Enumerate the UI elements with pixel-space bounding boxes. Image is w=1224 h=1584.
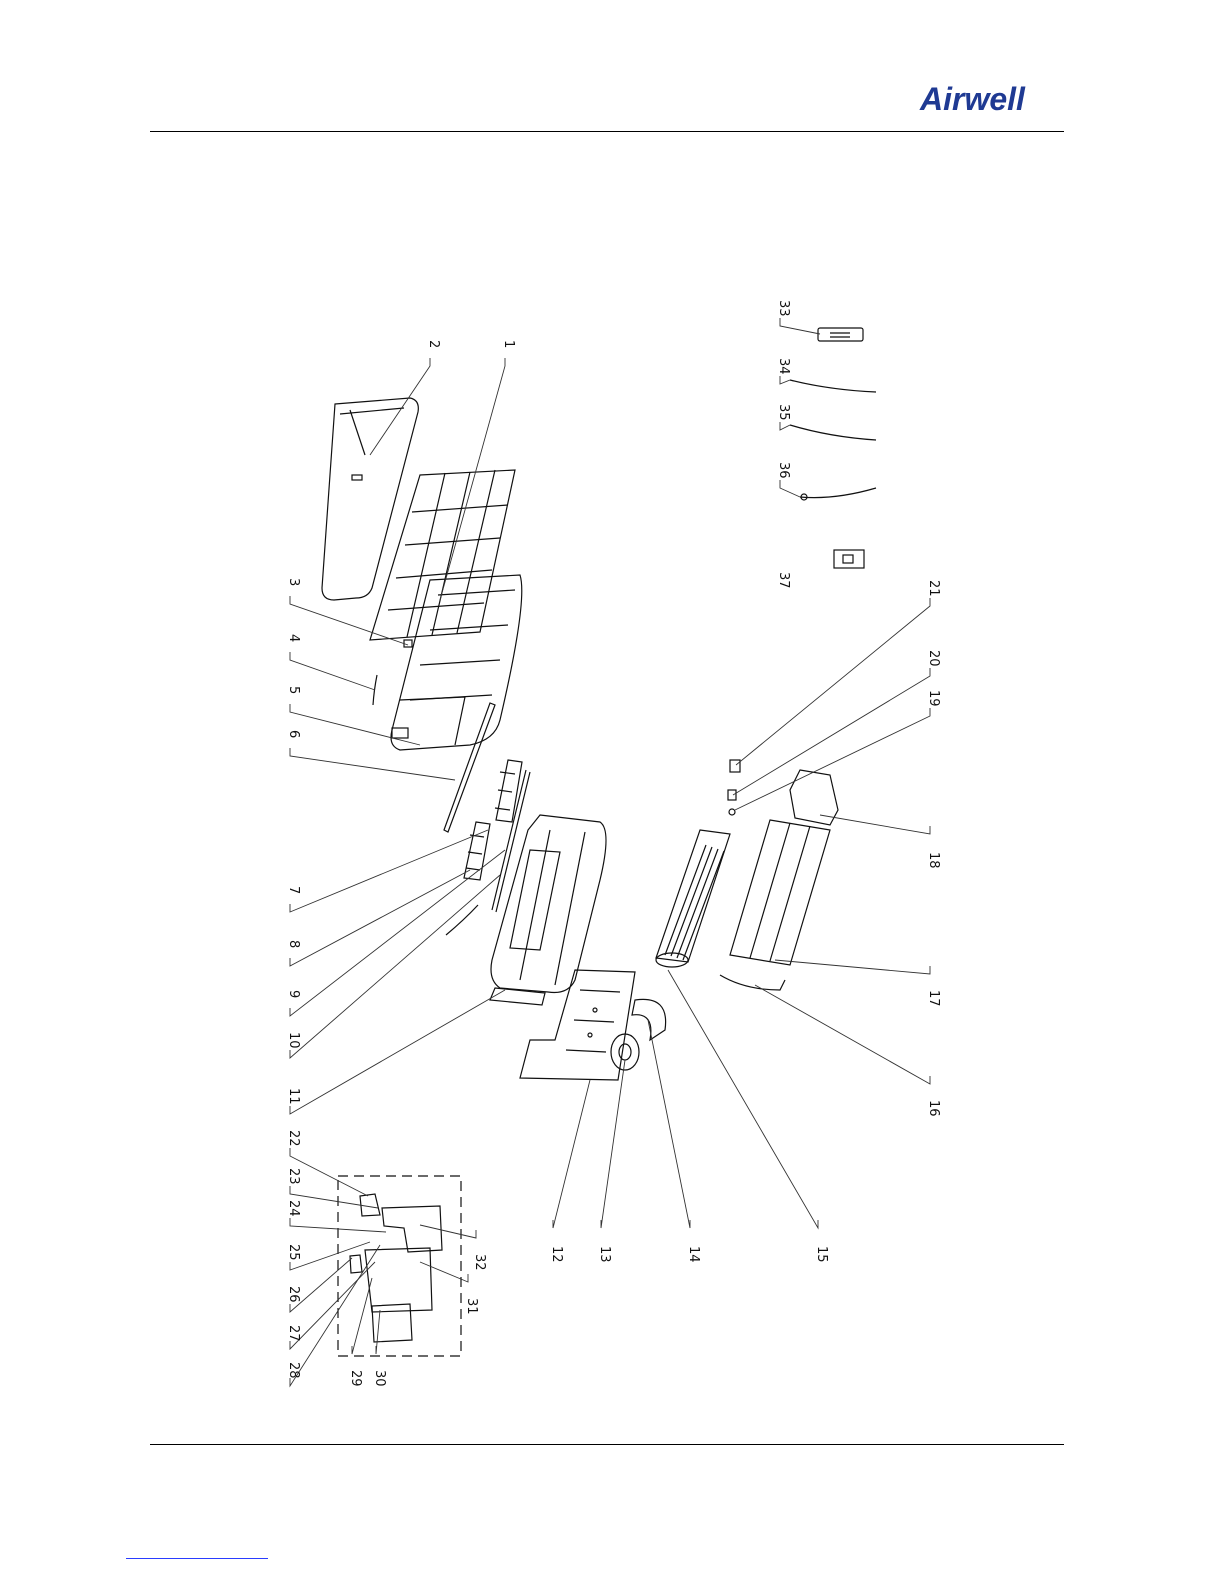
part-label-30: 30 [372,1370,387,1387]
part-label-8: 8 [286,940,301,948]
clip-part [404,640,412,647]
leader-line-18 [820,815,930,834]
cross-flow-fan-part [656,830,730,967]
leader-line-14 [648,1020,690,1228]
electrical-box-group [338,1176,461,1356]
part-label-37: 37 [776,572,791,589]
leader-line-12 [553,1080,590,1228]
part-label-24: 24 [286,1200,301,1217]
leader-line-35 [780,422,790,430]
part-label-17: 17 [926,990,941,1007]
part-label-23: 23 [286,1168,301,1185]
leader-line-33 [780,318,820,334]
part-label-14: 14 [686,1246,701,1263]
drain-hose-part [446,905,478,935]
chassis-part [490,815,606,1005]
part-label-5: 5 [286,686,301,694]
leader-line-17 [775,960,930,974]
leader-line-9 [290,850,505,1016]
part-label-34: 34 [776,358,791,375]
part-label-33: 33 [776,300,791,317]
part-label-13: 13 [597,1246,612,1263]
fan-motor-part [611,1034,639,1070]
part-label-3: 3 [286,578,301,586]
leader-line-6 [290,748,455,780]
leader-line-4 [290,652,375,690]
part-label-31: 31 [464,1298,479,1315]
front-panel-part [322,398,418,600]
leader-line-11 [290,990,505,1114]
electrical-box-parts [350,1194,442,1342]
part-label-9: 9 [286,990,301,998]
leader-line-29 [352,1278,372,1354]
part-label-20: 20 [926,650,941,667]
part-label-36: 36 [776,462,791,479]
cable-34-part [790,380,876,392]
part-label-21: 21 [926,580,941,597]
leader-line-19 [735,708,930,810]
leader-line-13 [601,1060,625,1228]
leader-line-2 [370,358,430,455]
part-label-15: 15 [814,1246,829,1263]
part-label-10: 10 [286,1032,301,1049]
part-label-16: 16 [926,1100,941,1117]
leader-line-5 [290,704,420,745]
leader-line-34 [780,376,790,384]
cable-35-part [790,425,876,440]
leader-line-16 [755,985,930,1084]
leader-line-7 [290,830,488,912]
leader-line-28 [290,1245,380,1386]
leader-line-36 [780,480,800,497]
leader-line-10 [290,875,500,1058]
leader-line-8 [290,870,470,966]
part-label-35: 35 [776,404,791,421]
leader-line-21 [736,598,930,765]
leader-line-32 [420,1225,476,1238]
part-label-28: 28 [286,1362,301,1379]
part-label-6: 6 [286,730,301,738]
front-housing-part [391,575,522,750]
footer-link-underline[interactable] [126,1558,268,1559]
part-label-7: 7 [286,886,301,894]
holder-37-part [834,550,864,568]
part-label-29: 29 [348,1370,363,1387]
leader-line-15 [668,970,818,1228]
leader-line-25 [290,1242,370,1270]
leader-line-3 [290,596,408,645]
part-label-12: 12 [549,1246,564,1263]
leader-line-23 [290,1186,378,1208]
evaporator-part [720,820,830,990]
part-label-27: 27 [286,1325,301,1342]
part-label-19: 19 [926,690,941,707]
part-label-11: 11 [286,1088,301,1105]
remote-control-part [818,328,863,341]
part-label-32: 32 [472,1254,487,1271]
part-label-4: 4 [286,634,301,642]
part-label-18: 18 [926,852,941,869]
motor-cover-part [632,999,666,1040]
mounting-plate-part [520,970,635,1080]
bearing-parts [728,760,740,815]
filter-mesh-part [370,470,515,640]
part-label-25: 25 [286,1244,301,1261]
leader-line-30 [376,1310,380,1354]
part-label-1: 1 [501,340,516,348]
cable-36-part [800,488,876,498]
part-label-26: 26 [286,1286,301,1303]
part-label-2: 2 [426,340,441,348]
part-label-22: 22 [286,1130,301,1147]
louver-part [444,703,495,832]
